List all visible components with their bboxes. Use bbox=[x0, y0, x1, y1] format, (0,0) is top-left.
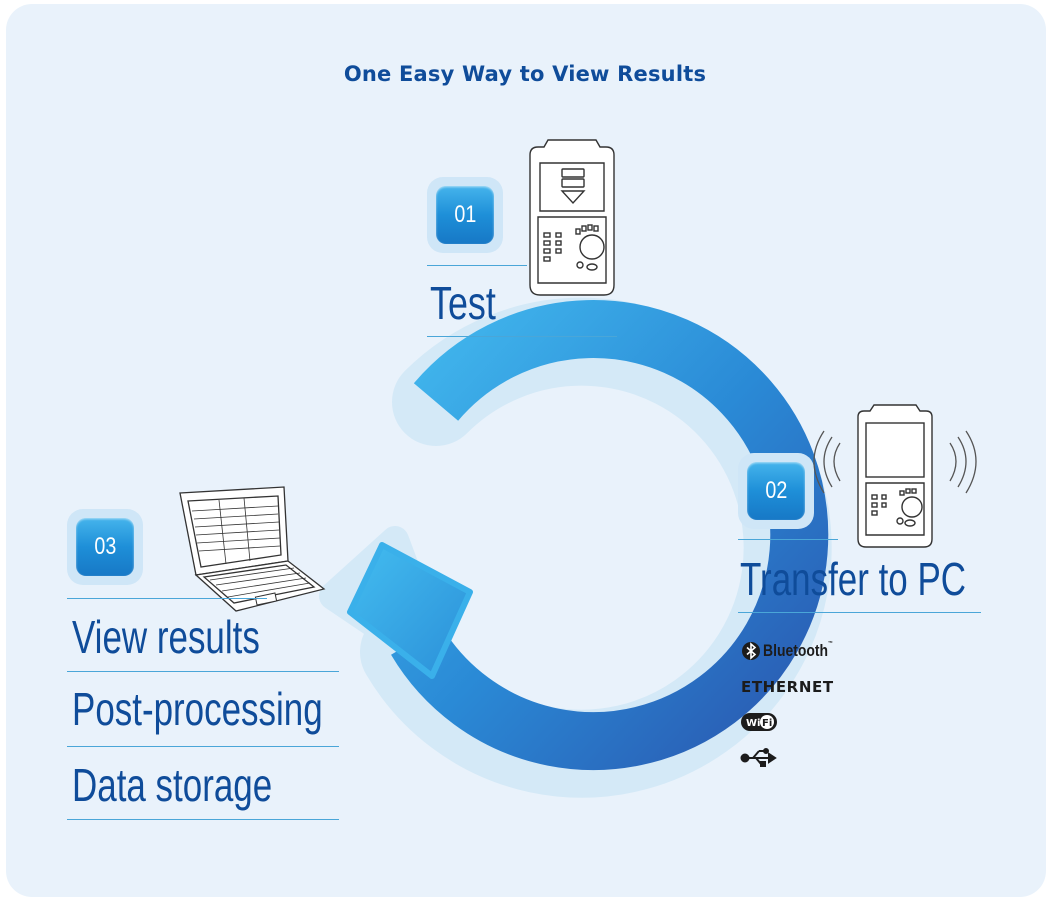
svg-text:Fi: Fi bbox=[762, 718, 772, 729]
step-03-number: 03 bbox=[94, 533, 116, 560]
diagram-title: One Easy Way to View Results bbox=[343, 62, 707, 86]
bluetooth-icon bbox=[742, 642, 760, 660]
step-03-label-post-processing: Post-processing bbox=[72, 683, 323, 735]
bluetooth-trademark: ™ bbox=[828, 641, 833, 647]
step-03-badge: 03 bbox=[67, 509, 143, 585]
step-02-rule-bottom bbox=[738, 612, 981, 613]
wifi-icon: Wi Fi bbox=[741, 713, 777, 731]
tester-wireless-icon bbox=[813, 404, 977, 548]
step-01-rule-top bbox=[427, 265, 527, 266]
step-01-rule-bottom bbox=[427, 336, 617, 337]
step-02-rule-top bbox=[738, 539, 838, 540]
step-02-badge: 02 bbox=[738, 453, 814, 529]
step-01-number: 01 bbox=[454, 201, 476, 228]
step-01-badge: 01 bbox=[427, 177, 503, 253]
step-02-label: Transfer to PC bbox=[740, 553, 967, 605]
step-02-number: 02 bbox=[765, 477, 787, 504]
step-03-rule-top bbox=[67, 598, 267, 599]
step-03-label-data-storage: Data storage bbox=[72, 759, 273, 811]
bluetooth-text: Bluetooth bbox=[763, 641, 829, 660]
step-03-label-view-results: View results bbox=[72, 611, 260, 663]
step-03-rule-2 bbox=[67, 746, 339, 747]
svg-text:Wi: Wi bbox=[746, 718, 760, 729]
laptop-icon bbox=[179, 486, 326, 612]
bluetooth-label: Bluetooth™ bbox=[763, 641, 833, 661]
tester-device-icon bbox=[529, 139, 615, 296]
ethernet-label: ETHERNET bbox=[741, 678, 834, 696]
step-01-label: Test bbox=[430, 277, 496, 329]
step-03-rule-1 bbox=[67, 671, 339, 672]
step-03-rule-bottom bbox=[67, 819, 339, 820]
usb-icon bbox=[740, 748, 777, 767]
